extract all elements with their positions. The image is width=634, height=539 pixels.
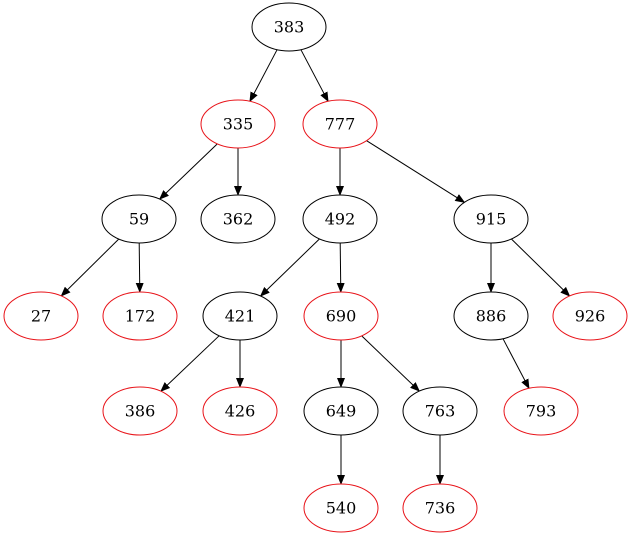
- tree-node-763: 763: [402, 386, 478, 436]
- node-label: 172: [125, 307, 156, 326]
- node-ellipse: [453, 291, 529, 341]
- node-ellipse: [303, 291, 379, 341]
- node-ellipse: [302, 99, 378, 149]
- tree-node-777: 777: [302, 99, 378, 149]
- node-ellipse: [200, 99, 276, 149]
- node-label: 59: [129, 210, 149, 229]
- node-ellipse: [552, 291, 628, 341]
- node-ellipse: [202, 291, 278, 341]
- edge-492-690: [336, 242, 345, 293]
- edge-383-777: [300, 49, 329, 103]
- tree-node-736: 736: [402, 483, 478, 533]
- edge-492-421: [259, 238, 320, 297]
- node-label: 793: [526, 402, 557, 421]
- node-label: 421: [225, 307, 256, 326]
- tree-node-492: 492: [302, 194, 378, 244]
- node-ellipse: [251, 2, 327, 52]
- tree-node-172: 172: [102, 291, 178, 341]
- node-label: 736: [425, 499, 456, 518]
- node-label: 492: [325, 210, 356, 229]
- node-ellipse: [101, 194, 177, 244]
- node-label: 915: [476, 210, 507, 229]
- edge-335-59: [158, 143, 218, 200]
- node-ellipse: [3, 291, 79, 341]
- node-label: 886: [476, 307, 507, 326]
- node-label: 426: [225, 402, 256, 421]
- edge-59-27: [60, 238, 120, 297]
- tree-node-886: 886: [453, 291, 529, 341]
- tree-node-690: 690: [303, 291, 379, 341]
- edge-421-386: [160, 335, 220, 392]
- node-ellipse: [102, 386, 178, 436]
- tree-node-540: 540: [303, 483, 379, 533]
- edge-690-763: [361, 335, 421, 392]
- tree-node-793: 793: [503, 386, 579, 436]
- node-ellipse: [303, 386, 379, 436]
- node-label: 540: [326, 499, 357, 518]
- node-label: 690: [326, 307, 357, 326]
- node-label: 383: [274, 18, 305, 37]
- node-ellipse: [453, 194, 529, 244]
- node-label: 362: [223, 210, 254, 229]
- edge-383-335: [249, 49, 278, 103]
- tree-node-383: 383: [251, 2, 327, 52]
- tree-node-386: 386: [102, 386, 178, 436]
- tree-node-426: 426: [202, 386, 278, 436]
- node-label: 386: [125, 402, 156, 421]
- edge-59-172: [135, 242, 144, 293]
- node-ellipse: [302, 194, 378, 244]
- tree-node-649: 649: [303, 386, 379, 436]
- tree-node-59: 59: [101, 194, 177, 244]
- node-label: 777: [325, 115, 356, 134]
- node-ellipse: [503, 386, 579, 436]
- tree-node-362: 362: [200, 194, 276, 244]
- node-label: 335: [223, 115, 254, 134]
- node-label: 763: [425, 402, 456, 421]
- edge-886-793: [502, 338, 530, 390]
- edges-layer: [60, 49, 571, 485]
- node-ellipse: [202, 386, 278, 436]
- tree-node-926: 926: [552, 291, 628, 341]
- node-ellipse: [402, 386, 478, 436]
- tree-node-27: 27: [3, 291, 79, 341]
- node-ellipse: [402, 483, 478, 533]
- tree-node-335: 335: [200, 99, 276, 149]
- edge-777-915: [366, 140, 466, 203]
- node-label: 926: [575, 307, 606, 326]
- nodes-layer: 383 335 777 59 362 492 915 27 172 421 690 886 926 386…: [3, 2, 628, 533]
- node-ellipse: [200, 194, 276, 244]
- edge-915-926: [511, 238, 571, 297]
- tree-node-915: 915: [453, 194, 529, 244]
- tree-node-421: 421: [202, 291, 278, 341]
- node-ellipse: [102, 291, 178, 341]
- node-ellipse: [303, 483, 379, 533]
- node-label: 27: [31, 307, 51, 326]
- node-label: 649: [326, 402, 357, 421]
